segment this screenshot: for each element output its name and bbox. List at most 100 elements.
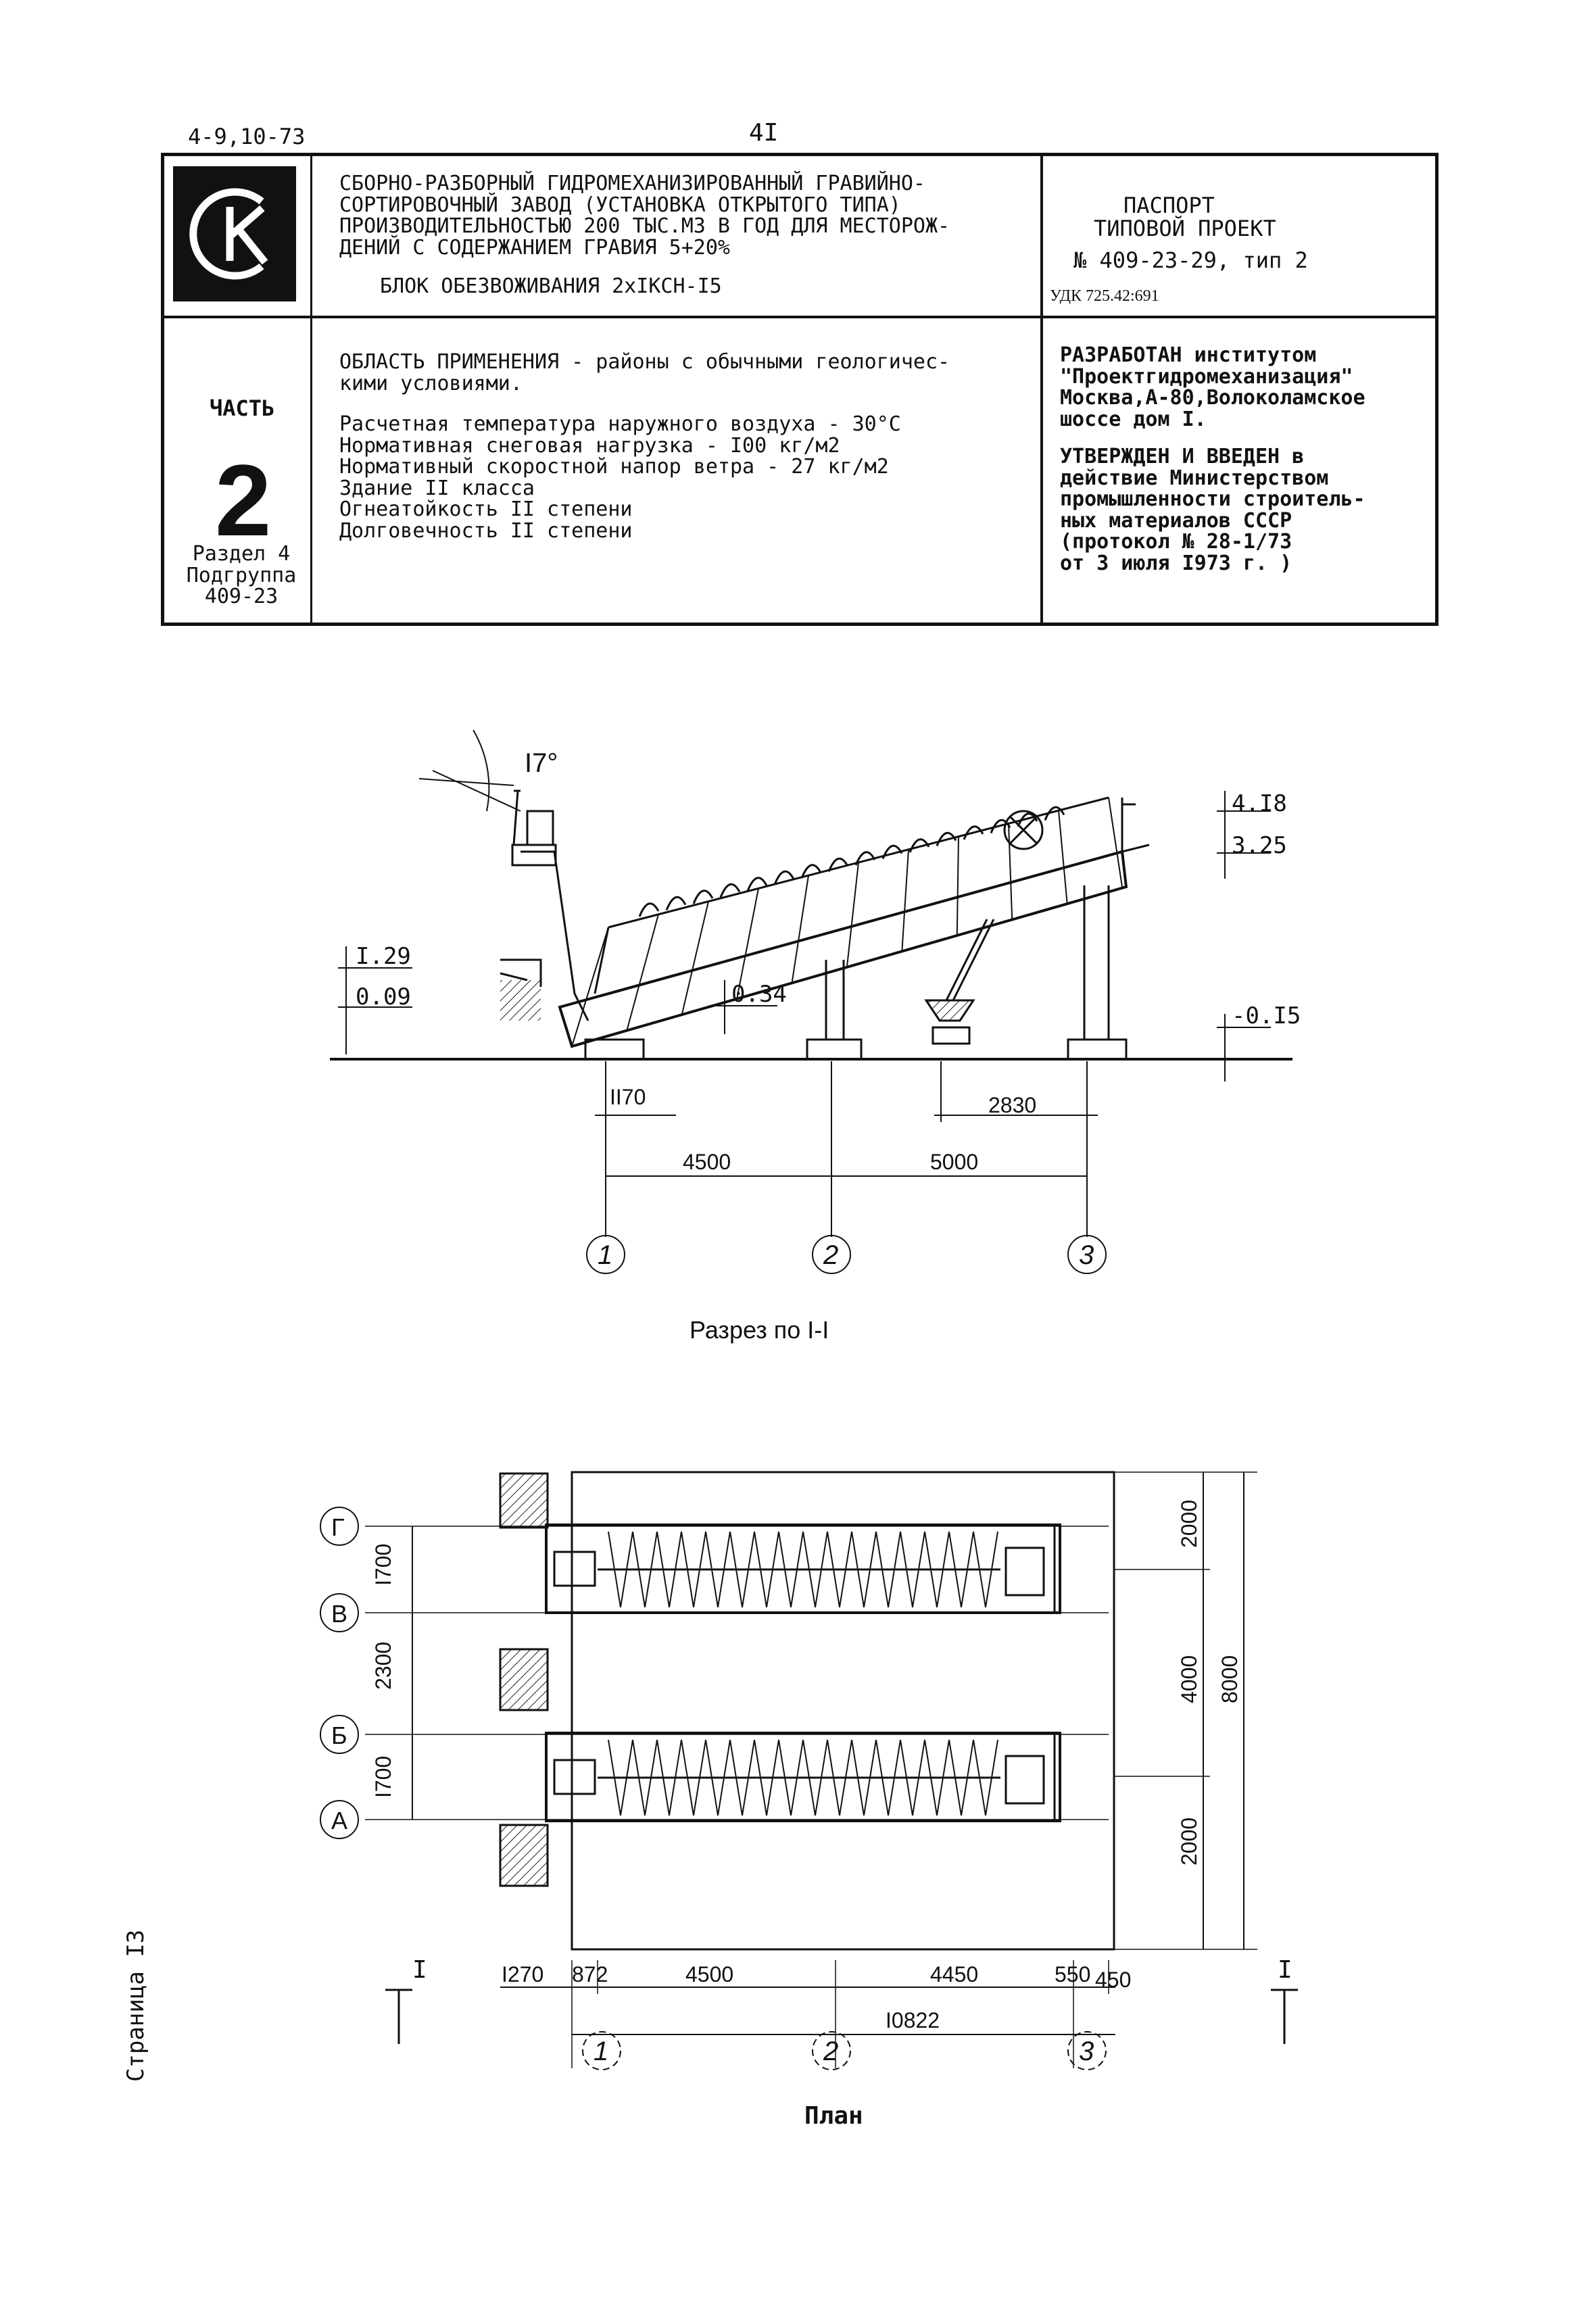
document-code: 4-9,10-73 [188,124,306,149]
stair [499,1824,549,1887]
drive-head [553,1551,596,1587]
dimension-label: 4500 [685,1962,733,1987]
platform-outline [571,1471,1115,1951]
plan-axis-markers [582,2031,1107,2070]
spiral-blade-zigzag [608,1531,998,1608]
spiral-blade [638,902,660,917]
title-block-divider-horizontal [164,316,1435,318]
passport-line: № 409-23-29, тип 2 [1073,247,1308,274]
dimension-label: 2830 [988,1093,1036,1117]
approval-line: (протокол № 28-1/73 [1060,530,1292,554]
developer-info: РАЗРАБОТАН институтом "Проектгидромехани… [1060,345,1365,430]
part-label: ЧАСТЬ [210,395,275,421]
frame-rib [1058,810,1068,903]
dimension-label: 2300 [371,1642,395,1690]
motor-block [1005,1755,1045,1805]
section-view [330,789,1292,1061]
project-title-line: СБОРНО-РАЗБОРНЫЙ ГИДРОМЕХАНИЗИРОВАННЫЙ Г… [339,172,925,195]
dimension-label: 450 [1095,1968,1131,1992]
cut-mark-label: I [1278,1956,1292,1984]
dimension-label: 4450 [930,1962,978,1987]
developer-line: Москва,А-80,Волоколамское [1060,386,1365,410]
approval-line: промышленности строитель- [1060,487,1365,511]
foundation [806,1038,863,1061]
frame-rib [571,927,609,1047]
drive-motor [511,844,557,867]
motor-block [1005,1546,1045,1597]
spiral-blade-zigzag [608,1739,998,1816]
section-caption: Разрез по I-I [690,1316,829,1344]
spiral-blade [909,838,930,853]
elevation-label: 4.I8 [1232,790,1287,817]
dimension-label: 4000 [1177,1655,1201,1703]
drive-head [553,1759,596,1795]
cut-mark-label: I [412,1956,427,1984]
project-title: СБОРНО-РАЗБОРНЫЙ ГИДРОМЕХАНИЗИРОВАННЫЙ Г… [339,173,950,258]
project-title-line: ПРОИЗВОДИТЕЛЬНОСТЬЮ 200 ТЫС.М3 В ГОД ДЛЯ… [339,214,950,238]
application-scope: ОБЛАСТЬ ПРИМЕНЕНИЯ - районы с обычными г… [339,351,950,394]
condition-item: Нормативный скоростной напор ветра - 27 … [339,455,889,479]
condition-item: Здание II класса [339,476,535,500]
scope-line: кими условиями. [339,371,523,395]
elevation-label: -0.I5 [1232,1002,1301,1029]
page-number: 4I [749,119,779,147]
elevation-label: I.29 [356,943,411,970]
head-frame [521,850,589,1021]
section-line: Подгруппа [186,563,297,587]
ck-logo-icon [189,188,268,280]
udk-code: УДК 725.42:691 [1050,287,1159,305]
part-number: 2 [215,443,272,557]
plan-view [365,1471,1298,2068]
section-dimension-lines [595,1061,1098,1237]
spiral-blade [827,857,849,873]
approval-line: ных материалов СССР [1060,508,1292,533]
spiral-blade [881,844,903,860]
condition-item: Огнеатойкость II степени [339,497,633,521]
plan-caption: План [804,2102,863,2130]
stair [499,1648,549,1711]
elevation-label: 3.25 [1232,832,1287,859]
spiral-blade [936,831,957,847]
dimension-label: 4500 [683,1150,731,1174]
frame-rib [681,901,709,1015]
spiral-blade [963,825,984,840]
developer-line: шоссе дом I. [1060,407,1207,431]
approval-line: УТВЕРЖДЕН И ВВЕДЕН в [1060,445,1305,468]
axis-label: 1 [594,2037,608,2066]
axis-label: 2 [823,2037,838,2066]
elevation-marks [338,791,1271,1081]
spiral-blade [692,890,714,904]
frame-rib [901,849,909,951]
spiral-blade [1044,806,1065,821]
spiral-blade [800,864,822,879]
condition-item: Долговечность II степени [339,518,633,543]
row-axis-label: Г [331,1513,345,1541]
project-title-line: ДЕНИЙ С СОДЕРЖАНИЕМ ГРАВИЯ 5+20% [339,235,730,260]
section-axis-markers [586,1235,1107,1274]
foundation [584,1038,645,1061]
axis-label: 2 [823,1240,838,1270]
drive-wheel [1003,810,1044,850]
row-axis-label: Б [331,1722,347,1749]
frame-rib [791,875,809,983]
frame-rib [956,836,959,935]
frame-rib [846,862,859,967]
trough-frame-ribs [571,797,1123,1047]
angle-mark [418,729,521,812]
dimension-label: I270 [502,1962,543,1987]
spiral-blade-pattern [598,1531,1000,1816]
condition-item: Нормативная снеговая нагрузка - I00 кг/м… [339,433,840,458]
approval-info: УТВЕРЖДЕН И ВВЕДЕН в действие Министерст… [1060,446,1365,574]
section-line: Раздел 4 [192,542,291,566]
overall-length-label: I0822 [886,2008,940,2032]
classifier-trough [558,850,1128,1048]
section-info: Раздел 4 Подгруппа 409-23 [177,543,306,608]
dimension-label: 5000 [930,1150,978,1174]
dimension-label: 550 [1055,1962,1090,1987]
passport: ПАСПОРТ ТИПОВОЙ ПРОЕКТ № 409-23-29, тип … [1073,194,1308,274]
institute-logo [173,166,296,301]
row-axis-label: В [331,1600,347,1628]
title-block-divider-left [310,156,312,623]
axis-label: 3 [1079,1240,1094,1270]
approval-line: от 3 июля I973 г. ) [1060,551,1292,575]
